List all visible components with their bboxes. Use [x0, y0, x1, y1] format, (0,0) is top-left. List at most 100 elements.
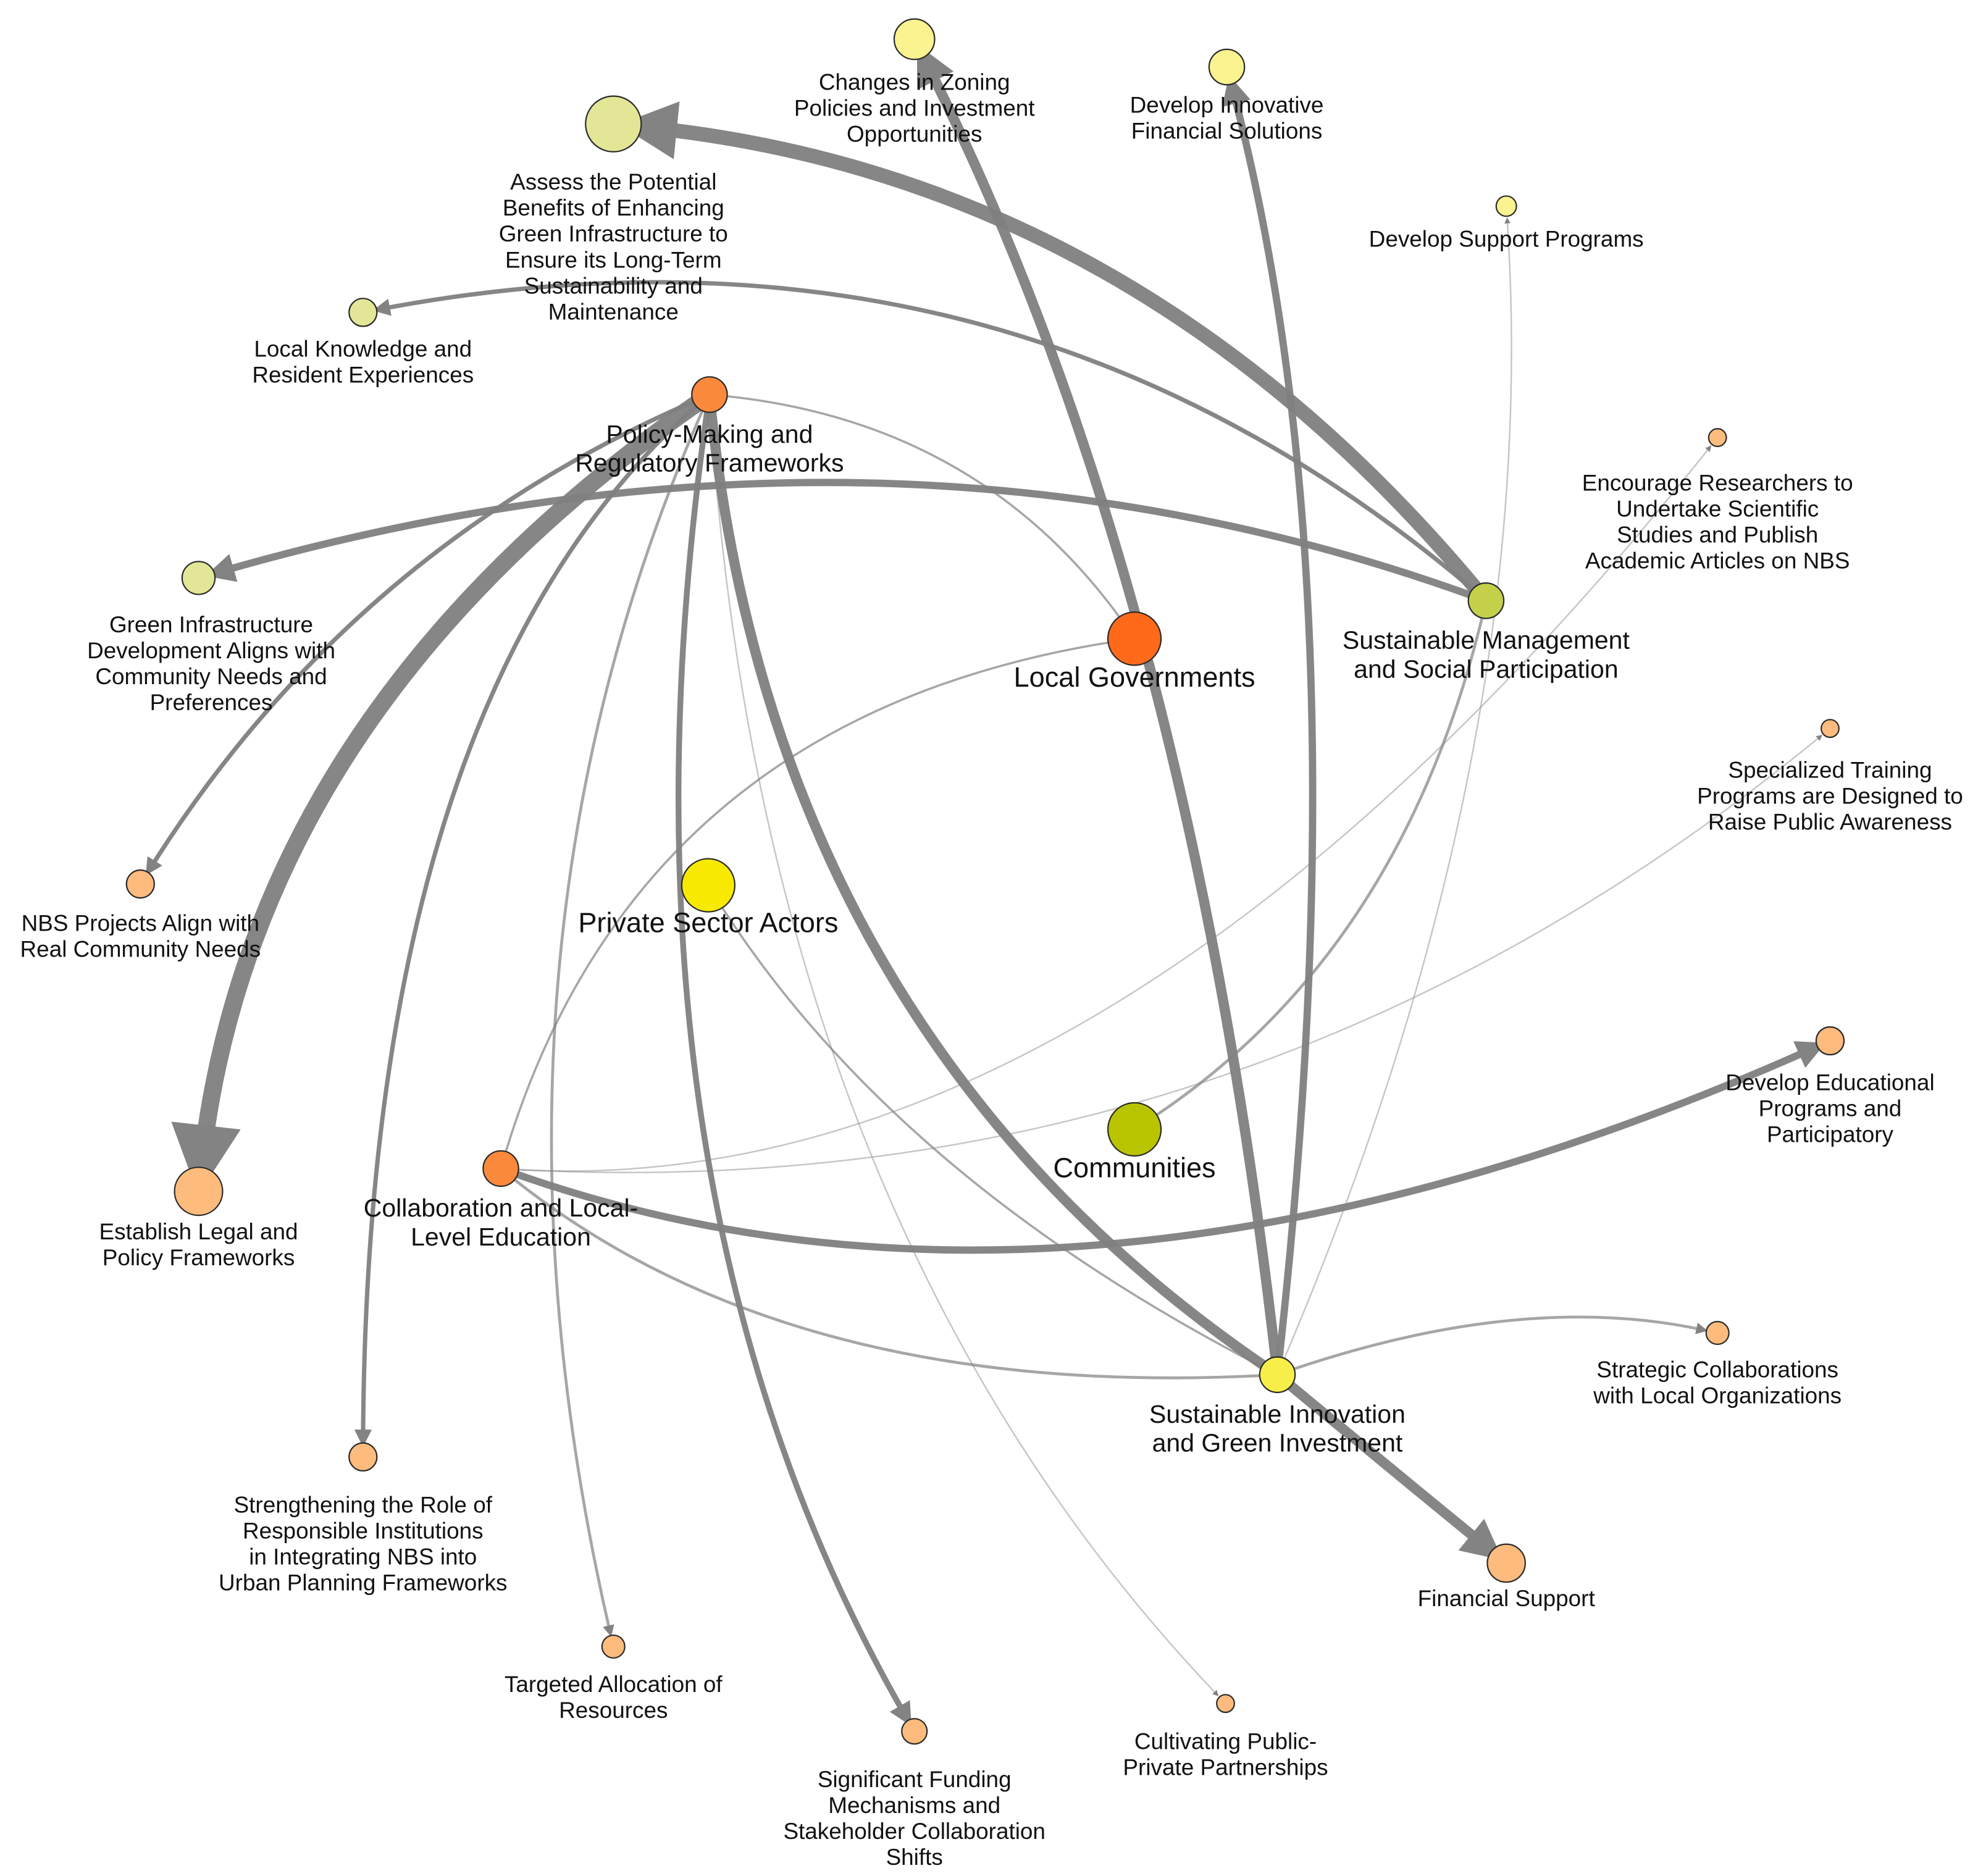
node-innov_fin[interactable] [1208, 48, 1246, 86]
node-label-line: and Green Investment [1152, 1429, 1403, 1457]
node-label-line: Resident Experiences [252, 362, 474, 388]
node-support_prog[interactable] [1495, 195, 1517, 217]
node-label-line: Responsible Institutions [243, 1518, 484, 1543]
node-label-line: Assess the Potential [510, 169, 716, 195]
node-label-collab: Collaboration and Local-Level Education [364, 1194, 638, 1251]
edge-policy-to-strengthen [354, 392, 712, 1447]
edge-policy-to-local_gov [708, 393, 1136, 640]
node-edu_prog[interactable] [1815, 1026, 1845, 1056]
node-label-line: Strategic Collaborations [1596, 1357, 1838, 1382]
node-label-line: Financial Solutions [1131, 118, 1323, 143]
node-label-line: Preferences [150, 690, 273, 715]
node-label-support_prog: Develop Support Programs [1369, 226, 1644, 251]
node-local_gov[interactable] [1107, 611, 1162, 666]
node-label-line: Local Knowledge and [254, 337, 472, 362]
node-label-line: Studies and Publish [1617, 522, 1818, 548]
node-label-communities: Communities [1053, 1152, 1215, 1184]
node-label-line: Encourage Researchers to [1582, 471, 1853, 496]
node-gi_dev[interactable] [181, 561, 216, 595]
node-researchers[interactable] [1708, 428, 1727, 448]
node-policy[interactable] [691, 376, 728, 413]
node-label-line: Develop Innovative [1130, 92, 1324, 117]
node-zoning[interactable] [893, 18, 936, 61]
edge-sust_innov-to-support_prog [1276, 217, 1512, 1376]
node-funding[interactable] [901, 1718, 928, 1745]
node-label-line: Mechanisms and [828, 1793, 1000, 1818]
node-sust_innov[interactable] [1259, 1356, 1296, 1393]
node-communities[interactable] [1107, 1102, 1162, 1157]
node-ppp[interactable] [1216, 1694, 1235, 1714]
node-legal[interactable] [174, 1166, 224, 1216]
node-label-line: Level Education [411, 1223, 591, 1251]
node-collab[interactable] [482, 1150, 519, 1187]
node-nbs_align[interactable] [125, 869, 155, 899]
edge-sust_mgmt-to-gi_dev [205, 479, 1490, 605]
node-label-line: Develop Support Programs [1369, 226, 1644, 251]
edge-policy-to-funding [675, 392, 911, 1727]
edge-policy-to-sust_innov [704, 389, 1283, 1380]
node-label-line: Financial Support [1418, 1586, 1595, 1611]
node-label-line: Green Infrastructure to [499, 221, 728, 246]
node-label-line: Real Community Needs [20, 936, 261, 961]
node-label-line: Academic Articles on NBS [1585, 548, 1850, 574]
node-assess[interactable] [585, 95, 642, 153]
edge-collab-to-edu_prog [497, 1041, 1826, 1254]
edge-private-to-sust_innov [707, 884, 1279, 1376]
node-label-line: NBS Projects Align with [22, 910, 259, 936]
edge-policy-to-targeted [550, 393, 711, 1637]
node-label-line: Sustainable Management [1343, 626, 1630, 655]
node-label-line: Opportunities [847, 122, 982, 147]
node-label-line: Resources [559, 1698, 668, 1723]
node-private[interactable] [681, 858, 735, 913]
node-training[interactable] [1821, 719, 1840, 739]
edge-sust_mgmt-to-local_know [372, 280, 1488, 603]
edge-collab-to-training [500, 734, 1823, 1173]
node-label-line: Community Needs and [95, 664, 327, 689]
node-label-private: Private Sector Actors [578, 907, 838, 938]
node-label-line: Sustainable Innovation [1149, 1400, 1406, 1428]
node-label-line: Programs and [1759, 1095, 1902, 1121]
node-strategic[interactable] [1705, 1321, 1730, 1346]
node-label-line: Communities [1053, 1152, 1215, 1184]
node-label-line: Stakeholder Collaboration [783, 1819, 1046, 1844]
node-label-line: Benefits of Enhancing [503, 195, 724, 220]
node-local_know[interactable] [348, 298, 378, 327]
node-label-fin_support: Financial Support [1418, 1586, 1595, 1611]
edge-sust_innov-to-innov_fin [1222, 75, 1317, 1379]
edge-policy-to-nbs_align [145, 392, 712, 876]
edge-sust_mgmt-to-assess [619, 101, 1494, 608]
edge-sust_innov-to-fin_support [1272, 1369, 1503, 1560]
node-targeted[interactable] [601, 1634, 626, 1659]
node-label-line: Establish Legal and [99, 1219, 298, 1244]
node-strengthen[interactable] [348, 1442, 378, 1472]
node-label-line: Regulatory Frameworks [575, 449, 844, 477]
edge-sust_innov-to-strategic [1276, 1315, 1708, 1376]
node-label-line: Ensure its Long-Term [505, 247, 722, 272]
edge-layer [145, 44, 1826, 1727]
node-label-line: Maintenance [548, 299, 679, 324]
edge-collab-to-sust_innov [499, 1166, 1279, 1380]
node-fin_support[interactable] [1486, 1543, 1526, 1583]
node-label-line: Specialized Training [1728, 758, 1932, 783]
node-sust_mgmt[interactable] [1467, 582, 1505, 619]
node-label-line: Private Sector Actors [578, 907, 838, 938]
edge-policy-to-ppp [708, 393, 1219, 1697]
node-label-line: Policy-Making and [606, 420, 813, 448]
node-label-line: Policy Frameworks [103, 1245, 295, 1270]
